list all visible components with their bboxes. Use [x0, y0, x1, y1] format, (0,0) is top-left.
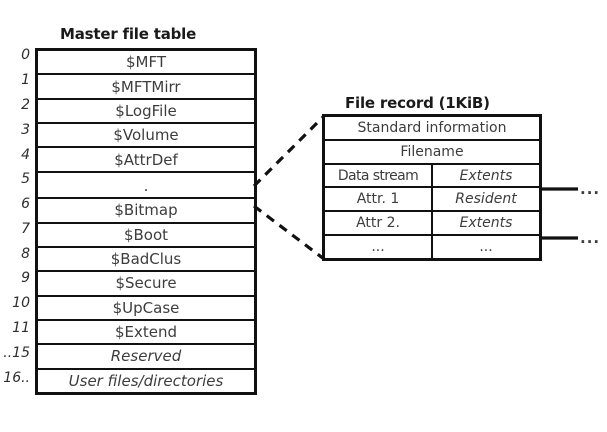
file-record-row: Filename [325, 140, 539, 165]
mft-row-index: 4 [21, 146, 30, 163]
mft-row: $Secure [38, 272, 254, 297]
mft-row: $MFTMirr [38, 75, 254, 100]
mft-row-index-column: 0 1 2 3 4 5 6 7 8 9 10 11 ..15 16.. [0, 47, 33, 395]
mft-row: $LogFile [38, 99, 254, 125]
file-record-attribute-value: Extents [459, 215, 513, 232]
file-record-row: Attr. 1 Resident [325, 188, 539, 213]
mft-row-index: 3 [21, 121, 30, 138]
file-record-row: Standard information [325, 117, 539, 141]
file-record-attribute-name: Attr 2. [325, 212, 433, 235]
mft-row-index: 0 [21, 47, 30, 64]
file-record-attribute-name: Data stream [325, 164, 433, 187]
file-record-attribute-name: ... [325, 236, 433, 258]
mft-row: $Boot [38, 223, 254, 248]
file-record-cell-label: Filename [400, 143, 464, 160]
file-record-attribute-value: ... [479, 239, 493, 256]
mft-row: $AttrDef [38, 148, 254, 173]
mft-row-index: 10 [12, 295, 30, 312]
file-record-attribute-name: Attr. 1 [325, 188, 433, 211]
mft-row-index: 9 [21, 270, 30, 287]
mft-row: $Extend [38, 320, 254, 346]
extent-continuation-data-stream: ... [580, 180, 601, 198]
dashed-connector-top [252, 114, 326, 188]
master-file-table-title: Master file table [60, 25, 197, 43]
file-record-row: Attr 2. Extents [325, 212, 539, 237]
mft-row-index: 11 [12, 319, 30, 336]
dashed-connector-bottom [253, 204, 325, 261]
master-file-table: $MFT$MFTMirr$LogFile$Volume$AttrDef.$Bit… [35, 48, 257, 395]
file-record-title: File record (1KiB) [345, 94, 490, 112]
mft-row-index: 8 [21, 245, 30, 262]
mft-row: $UpCase [38, 296, 254, 321]
mft-row: $BadClus [38, 247, 254, 273]
file-record-attribute-value: Extents [459, 167, 513, 184]
mft-row: . [38, 172, 254, 200]
file-record-row: ...... [325, 236, 539, 258]
file-record-row: Data stream Extents [325, 164, 539, 189]
mft-row: $Volume [38, 124, 254, 149]
file-record-attribute-value: Resident [455, 191, 517, 208]
mft-row-index: 7 [21, 220, 30, 237]
extent-continuation-attr2: ... [580, 229, 601, 247]
file-record-cell-label: Standard information [357, 119, 507, 136]
mft-row-index: 2 [21, 96, 30, 113]
mft-row-index: ..15 [3, 344, 30, 361]
mft-row-index: 6 [21, 196, 30, 213]
mft-row-index: 1 [21, 72, 30, 89]
mft-row: $MFT [38, 51, 254, 76]
mft-row: Reserved [38, 345, 254, 370]
mft-row-index: 5 [21, 171, 30, 188]
mft-row: $Bitmap [38, 199, 254, 224]
mft-row: User files/directories [38, 369, 254, 393]
mft-row-index: 16.. [3, 369, 30, 386]
